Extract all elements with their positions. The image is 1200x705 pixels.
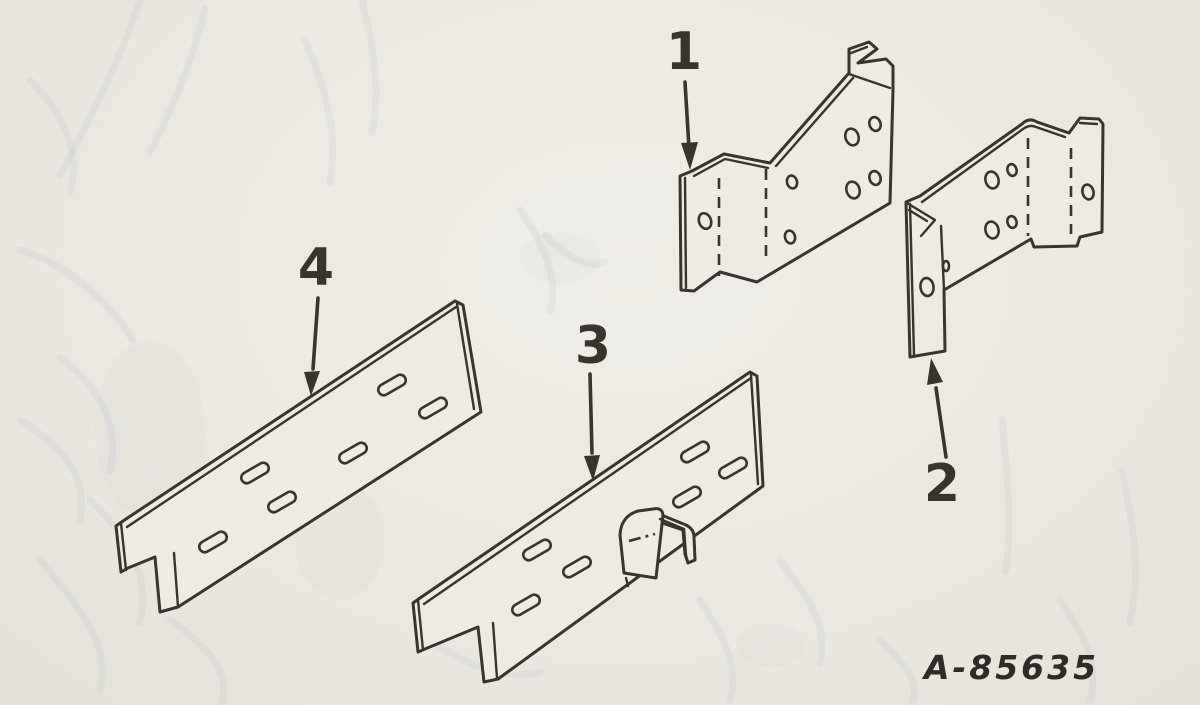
part-4-slots bbox=[197, 373, 449, 554]
part-3-saddle-clip bbox=[618, 507, 697, 588]
callout-1-label: 1 bbox=[665, 22, 703, 82]
part-3-thickness-lines bbox=[416, 373, 760, 680]
clip-centerline bbox=[628, 532, 656, 543]
part-2-thickness-lines bbox=[905, 121, 1099, 357]
part-1-holes bbox=[697, 115, 882, 245]
callout-4-arrow-icon bbox=[304, 296, 320, 396]
part-3-slots bbox=[510, 440, 749, 617]
part-4-slotted-support-plate bbox=[114, 299, 483, 614]
part-2-offset-bracket bbox=[904, 116, 1105, 359]
bleedthrough-ghost-marks bbox=[16, 0, 1139, 705]
part-4-thickness-lines bbox=[119, 302, 476, 609]
callout-4-label: 4 bbox=[297, 238, 335, 298]
part-1-thickness-lines bbox=[683, 45, 892, 290]
figure-code: A-85635 bbox=[924, 648, 1100, 687]
part-1-bend-fold-lines bbox=[717, 169, 768, 276]
part-3-slotted-support-plate bbox=[411, 370, 765, 684]
callout-2-arrow-icon bbox=[927, 358, 948, 459]
callout-2-label: 2 bbox=[923, 454, 961, 514]
part-2-bend-fold-lines bbox=[1026, 138, 1073, 236]
clip-front-face bbox=[618, 507, 665, 580]
part-2-holes bbox=[919, 162, 1095, 298]
callout-3-arrow-icon bbox=[584, 372, 600, 481]
part-3-outline bbox=[411, 370, 765, 684]
part-2-outline bbox=[904, 116, 1105, 359]
callout-3-label: 3 bbox=[574, 316, 612, 376]
part-1-outline bbox=[678, 40, 895, 293]
callout-1-arrow-icon bbox=[681, 80, 698, 170]
part-1-offset-bracket bbox=[678, 40, 895, 293]
